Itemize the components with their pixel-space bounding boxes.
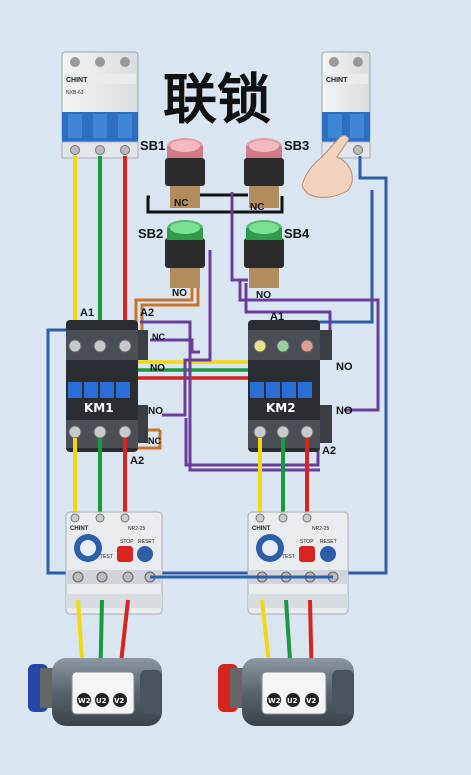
km1-a2-top-label: A2 xyxy=(140,307,154,319)
label-sb1-nc: NC xyxy=(174,198,188,209)
motor-right-u2: U2 xyxy=(287,697,298,705)
motor-left-w2: W2 xyxy=(78,697,91,705)
contactor-km2: KM2 xyxy=(248,320,332,452)
overload-relay-right: CHINT NR2-25 STOP RESET TEST xyxy=(247,511,349,615)
km2-no-label: NO xyxy=(336,361,353,373)
relay-left-stop-button[interactable] xyxy=(117,546,133,562)
button-sb2[interactable] xyxy=(165,220,205,288)
relay-left-brand: CHINT xyxy=(70,526,89,532)
breaker-left-brand: CHINT xyxy=(66,77,88,84)
motor-left-v2: V2 xyxy=(114,697,124,705)
label-sb2: SB2 xyxy=(138,226,163,241)
relay-right-brand: CHINT xyxy=(252,526,271,532)
km1-nc-lower-label: NC xyxy=(148,436,161,446)
load-wires xyxy=(73,438,309,518)
button-sb3[interactable] xyxy=(244,138,284,208)
relay-right-model: NR2-25 xyxy=(312,526,329,532)
label-sb1: SB1 xyxy=(140,138,165,153)
label-sb3: SB3 xyxy=(284,138,309,153)
relay-left-reset-button[interactable] xyxy=(137,546,153,562)
relay-right-reset-button[interactable] xyxy=(320,546,336,562)
contactor-km1: KM1 xyxy=(66,320,148,452)
km1-a2-label: A2 xyxy=(130,455,144,467)
button-sb4[interactable] xyxy=(244,220,284,288)
km2-a1-label: A1 xyxy=(270,311,284,323)
relay-left-stop: STOP xyxy=(120,539,134,545)
km1-no-lower-label: NO xyxy=(148,406,163,417)
km1-no-label: NO xyxy=(150,363,165,374)
label-sb3-nc: NC xyxy=(250,202,264,213)
km1-label: KM1 xyxy=(84,401,114,415)
motor-left: W2 U2 V2 xyxy=(28,658,162,726)
relay-right-stop-button[interactable] xyxy=(299,546,315,562)
motor-left-u2: U2 xyxy=(96,697,107,705)
button-sb1[interactable] xyxy=(165,138,205,208)
relay-right-test: TEST xyxy=(282,554,295,560)
motor-right-v2: V2 xyxy=(306,697,316,705)
km2-label: KM2 xyxy=(266,401,296,415)
km2-no-lower-label: NO xyxy=(336,405,353,417)
km1-nc-label: NC xyxy=(152,332,165,342)
relay-left-reset: RESET xyxy=(138,539,155,545)
label-sb4-no: NO xyxy=(256,290,271,301)
km2-a2-label: A2 xyxy=(322,445,336,457)
relay-left-test: TEST xyxy=(100,554,113,560)
breaker-right-brand: CHINT xyxy=(326,77,348,84)
km1-a1-label: A1 xyxy=(80,307,94,319)
label-sb4: SB4 xyxy=(284,226,310,241)
motor-right: W2 U2 V2 xyxy=(218,658,354,726)
main-power-wires xyxy=(73,156,127,338)
breaker-left-model: NXB-63 xyxy=(66,90,84,96)
relay-right-reset: RESET xyxy=(320,539,337,545)
relay-left-model: NR2-25 xyxy=(128,526,145,532)
breaker-left: CHINT NXB-63 xyxy=(61,51,139,159)
overload-relay-left: CHINT NR2-25 STOP RESET TEST xyxy=(65,511,163,615)
hand-pointer-icon xyxy=(301,134,353,198)
page-title: 联锁 xyxy=(163,70,271,130)
label-sb2-no: NO xyxy=(172,288,187,299)
relay-right-stop: STOP xyxy=(300,539,314,545)
motor-right-w2: W2 xyxy=(268,697,281,705)
